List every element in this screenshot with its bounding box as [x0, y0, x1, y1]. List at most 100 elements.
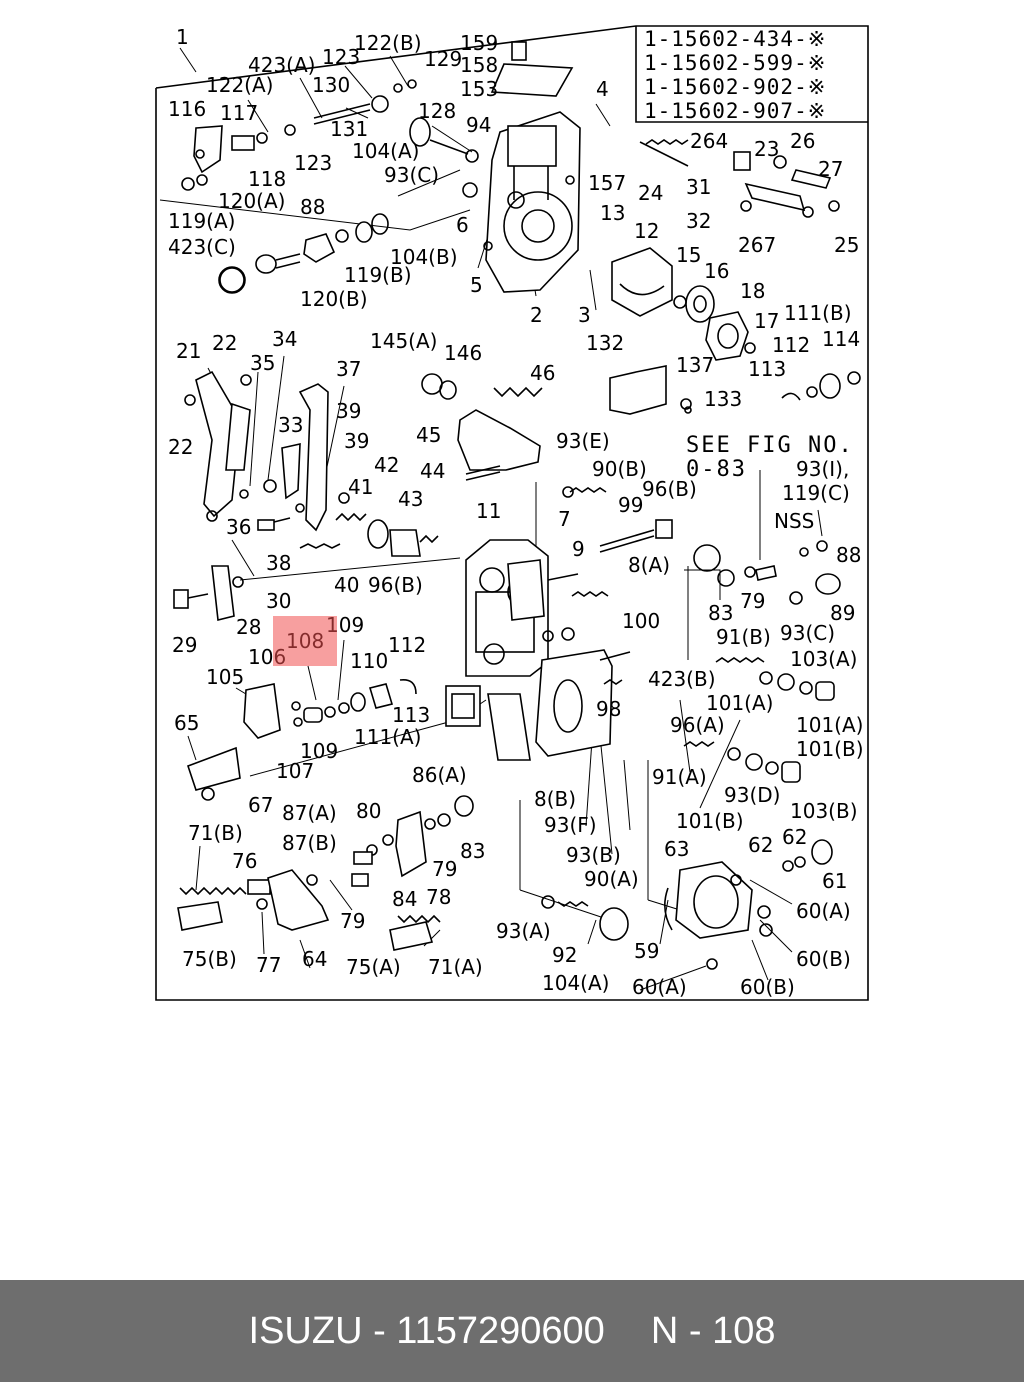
callout: 130: [312, 73, 350, 97]
callout: 111(A): [354, 725, 421, 749]
callout: 25: [834, 233, 859, 257]
callout: 15: [676, 243, 701, 267]
callout: 119(C): [782, 481, 850, 505]
callout: 60(A): [632, 975, 687, 999]
callout: 423(C): [168, 235, 236, 259]
callout: 79: [740, 589, 765, 613]
callout: 39: [336, 399, 361, 423]
part-info-footer: ISUZU - 1157290600 N - 108: [0, 1280, 1024, 1382]
callout: 267: [738, 233, 776, 257]
callout: 123: [294, 151, 332, 175]
callout: 79: [432, 857, 457, 881]
diagram-frame: [155, 25, 869, 1001]
callout: 119(A): [168, 209, 235, 233]
callout: 75(A): [346, 955, 401, 979]
callout: 86(A): [412, 763, 467, 787]
callout: 90(B): [592, 457, 647, 481]
callout: 137: [676, 353, 714, 377]
callout: 93(C): [780, 621, 835, 645]
callout: 62: [782, 825, 807, 849]
callout: 35: [250, 351, 275, 375]
callout: 89: [830, 601, 855, 625]
callout: 128: [418, 99, 456, 123]
callout: 16: [704, 259, 729, 283]
callout: 101(A): [706, 691, 773, 715]
callout: 29: [172, 633, 197, 657]
lower-left-parts: [177, 746, 330, 931]
brand-separator: -: [373, 1309, 386, 1352]
callout: 44: [420, 459, 445, 483]
callout: 114: [822, 327, 860, 351]
governor-cover-housing: [483, 41, 581, 293]
assembly-number-1: 1-15602-434-※: [644, 27, 826, 51]
callout: 107: [276, 759, 314, 783]
callout: 145(A): [370, 329, 437, 353]
callout: 62: [748, 833, 773, 857]
callout: 21: [176, 339, 201, 363]
callout: 46: [530, 361, 555, 385]
callout: 96(B): [368, 573, 423, 597]
callout: 157: [588, 171, 626, 195]
callout-labels: 1-15602-434-※ 1-15602-599-※ 1-15602-902-…: [168, 25, 864, 999]
diagram-ref-number: 108: [712, 1309, 776, 1352]
callout: 8(B): [534, 787, 576, 811]
callout: 118: [248, 167, 286, 191]
callout: 116: [168, 97, 206, 121]
callout: 87(B): [282, 831, 337, 855]
callout: 88: [300, 195, 325, 219]
callout: 39: [344, 429, 369, 453]
callout: 37: [336, 357, 361, 381]
lever-assembly-upper-right: [639, 139, 840, 218]
callout: 159: [460, 31, 498, 55]
callout: 30: [266, 589, 291, 613]
callout: 423(B): [648, 667, 716, 691]
callout: 93(A): [496, 919, 551, 943]
callout: 13: [600, 201, 625, 225]
callout: 129: [424, 47, 462, 71]
callout: 93(E): [556, 429, 610, 453]
callout: 83: [460, 839, 485, 863]
callout: 423(A): [248, 53, 315, 77]
callout: 9: [572, 537, 585, 561]
callout: 113: [392, 703, 430, 727]
callout: 109: [300, 739, 338, 763]
callout: 264: [690, 129, 728, 153]
callout: 22: [212, 331, 237, 355]
callout: 111(B): [784, 301, 852, 325]
reference-markers: [218, 266, 721, 572]
callout: 23: [754, 137, 779, 161]
callout: 91(B): [716, 625, 771, 649]
callout: 36: [226, 515, 251, 539]
left-linkage: [184, 370, 439, 557]
callout: 6: [456, 213, 469, 237]
parts-diagram: 1-15602-434-※ 1-15602-599-※ 1-15602-902-…: [155, 25, 869, 1001]
callout: 60(A): [796, 899, 851, 923]
callout: 98: [596, 697, 621, 721]
callout: 105: [206, 665, 244, 689]
callout: 4: [596, 77, 609, 101]
callout: 59: [634, 939, 659, 963]
lever-45-spring-46: [421, 373, 543, 481]
callout: 104(B): [390, 245, 458, 269]
exploded-view-drawing: 1-15602-434-※ 1-15602-599-※ 1-15602-902-…: [155, 25, 869, 1001]
callout: 112: [388, 633, 426, 657]
diagram-ref-separator: -: [688, 1309, 702, 1352]
callout: 34: [272, 327, 297, 351]
callout: 17: [754, 309, 779, 333]
callout: 41: [348, 475, 373, 499]
left-lower-parts: [173, 565, 417, 739]
upper-left-bracket: [181, 79, 479, 198]
callout: 92: [552, 943, 577, 967]
pump-body: [445, 539, 613, 761]
callout: 7: [558, 507, 571, 531]
callout: 26: [790, 129, 815, 153]
callout: 22: [168, 435, 193, 459]
bracket-132: [609, 365, 861, 415]
callout: 101(A): [796, 713, 863, 737]
callout: 104(A): [542, 971, 609, 995]
callout: 93(D): [724, 783, 780, 807]
callout: 153: [460, 77, 498, 101]
callout: 83: [708, 601, 733, 625]
callout: 75(B): [182, 947, 237, 971]
callout: 65: [174, 711, 199, 735]
